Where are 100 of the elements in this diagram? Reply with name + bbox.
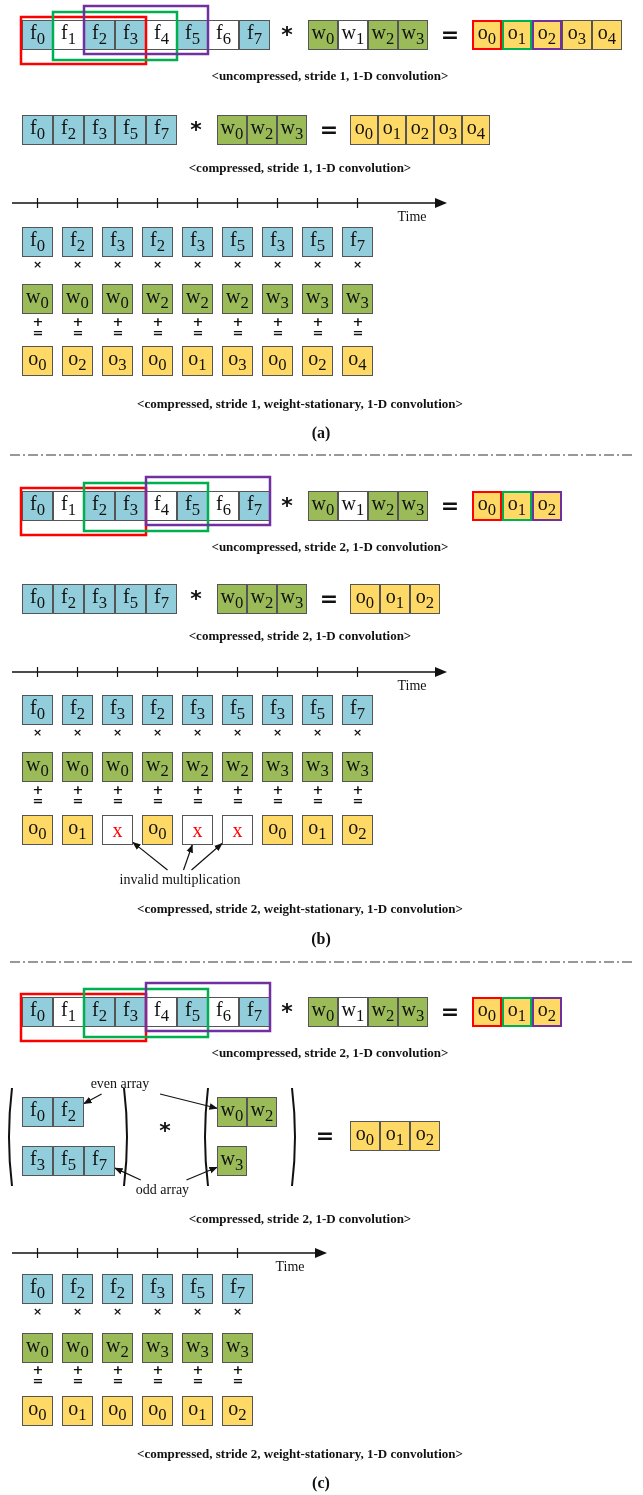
input-cell: f$_{6}$ bbox=[208, 20, 239, 50]
multiply-sign: × bbox=[72, 1305, 83, 1318]
multiply-sign: × bbox=[232, 258, 243, 271]
add-equals-sign: + = bbox=[192, 784, 203, 806]
output-cell: o$_{3}$ bbox=[562, 20, 592, 50]
output-cell: o$_{0}$ bbox=[22, 1396, 53, 1426]
weight-cell: w$_{3}$ bbox=[182, 1333, 213, 1363]
input-cell: f$_{5}$ bbox=[302, 695, 333, 725]
multiply-sign: × bbox=[152, 1305, 163, 1318]
weight-cell: w$_{3}$ bbox=[262, 284, 293, 314]
input-cell: f$_{2}$ bbox=[53, 1097, 84, 1127]
input-cell: f$_{3}$ bbox=[182, 227, 213, 257]
weight-cell: w$_{3}$ bbox=[398, 997, 428, 1027]
leader-arrow bbox=[114, 1167, 142, 1181]
output-cell: o$_{1}$ bbox=[380, 1121, 410, 1151]
add-equals-sign: + = bbox=[192, 316, 203, 338]
weight-cell: w$_{0}$ bbox=[308, 20, 338, 50]
input-cell: f$_{5}$ bbox=[182, 1274, 213, 1304]
weight-cell: w$_{0}$ bbox=[308, 491, 338, 521]
operator-symbol: * bbox=[190, 116, 202, 144]
weight-cell: w$_{3}$ bbox=[217, 1146, 247, 1176]
caption: <compressed, stride 2, weight-stationary, 1-D convolution> bbox=[137, 901, 463, 917]
weight-cell: w$_{2}$ bbox=[102, 1333, 133, 1363]
output-cell: o$_{0}$ bbox=[22, 815, 53, 845]
weight-cell: w$_{2}$ bbox=[368, 997, 398, 1027]
weight-cell: w$_{2}$ bbox=[222, 284, 253, 314]
output-cell: o$_{0}$ bbox=[262, 346, 293, 376]
weight-cell: w$_{0}$ bbox=[217, 584, 247, 614]
add-equals-sign: + = bbox=[152, 784, 163, 806]
operator-symbol: = bbox=[440, 21, 460, 49]
weight-cell: w$_{3}$ bbox=[342, 284, 373, 314]
multiply-sign: × bbox=[192, 258, 203, 271]
add-equals-sign: + = bbox=[112, 784, 123, 806]
weight-cell: w$_{0}$ bbox=[102, 752, 133, 782]
axis-label: Time bbox=[275, 1259, 305, 1275]
input-cell: f$_{1}$ bbox=[53, 491, 84, 521]
multiply-sign: × bbox=[232, 1305, 243, 1318]
multiply-sign: × bbox=[32, 1305, 43, 1318]
add-equals-sign: + = bbox=[312, 316, 323, 338]
input-cell: f$_{3}$ bbox=[182, 695, 213, 725]
multiply-sign: × bbox=[112, 258, 123, 271]
multiply-sign: × bbox=[192, 1305, 203, 1318]
output-cell: o$_{0}$ bbox=[350, 584, 380, 614]
add-equals-sign: + = bbox=[352, 784, 363, 806]
operator-symbol: = bbox=[315, 1122, 335, 1150]
input-cell: f$_{5}$ bbox=[177, 997, 208, 1027]
output-cell: o$_{0}$ bbox=[262, 815, 293, 845]
add-equals-sign: + = bbox=[232, 316, 243, 338]
weight-cell: w$_{0}$ bbox=[62, 1333, 93, 1363]
output-cell: x bbox=[182, 815, 213, 845]
input-cell: f$_{3}$ bbox=[115, 491, 146, 521]
caption: <compressed, stride 1, 1-D convolution> bbox=[188, 160, 412, 176]
multiply-sign: × bbox=[112, 726, 123, 739]
multiply-sign: × bbox=[352, 258, 363, 271]
output-cell: o$_{2}$ bbox=[302, 346, 333, 376]
input-cell: f$_{2}$ bbox=[142, 227, 173, 257]
input-cell: f$_{3}$ bbox=[102, 695, 133, 725]
output-cell: o$_{2}$ bbox=[410, 1121, 440, 1151]
panel-label: (b) bbox=[311, 930, 331, 948]
input-cell: f$_{3}$ bbox=[262, 227, 293, 257]
input-cell: f$_{4}$ bbox=[146, 997, 177, 1027]
multiply-sign: × bbox=[192, 726, 203, 739]
weight-cell: w$_{3}$ bbox=[342, 752, 373, 782]
add-equals-sign: + = bbox=[72, 316, 83, 338]
output-cell: o$_{1}$ bbox=[502, 997, 532, 1027]
input-cell: f$_{6}$ bbox=[208, 997, 239, 1027]
output-cell: o$_{1}$ bbox=[380, 584, 410, 614]
weight-cell: w$_{0}$ bbox=[62, 752, 93, 782]
output-cell: o$_{2}$ bbox=[222, 1396, 253, 1426]
input-cell: f$_{2}$ bbox=[84, 491, 115, 521]
weight-cell: w$_{2}$ bbox=[247, 115, 277, 145]
input-cell: f$_{3}$ bbox=[115, 997, 146, 1027]
add-equals-sign: + = bbox=[272, 316, 283, 338]
input-cell: f$_{7}$ bbox=[146, 115, 177, 145]
input-cell: f$_{2}$ bbox=[53, 584, 84, 614]
weight-cell: w$_{3}$ bbox=[277, 115, 307, 145]
caption: <compressed, stride 2, 1-D convolution> bbox=[188, 1211, 412, 1227]
output-cell: o$_{2}$ bbox=[532, 491, 562, 521]
output-cell: o$_{2}$ bbox=[62, 346, 93, 376]
output-cell: o$_{4}$ bbox=[592, 20, 622, 50]
weight-cell: w$_{2}$ bbox=[142, 284, 173, 314]
output-cell: o$_{4}$ bbox=[342, 346, 373, 376]
output-cell: o$_{1}$ bbox=[182, 346, 213, 376]
caption: <uncompressed, stride 2, 1-D convolution> bbox=[211, 1045, 449, 1061]
weight-cell: w$_{1}$ bbox=[338, 997, 368, 1027]
weight-cell: w$_{1}$ bbox=[338, 491, 368, 521]
input-cell: f$_{3}$ bbox=[102, 227, 133, 257]
leader-arrow bbox=[83, 1093, 103, 1105]
input-cell: f$_{6}$ bbox=[208, 491, 239, 521]
caption: <uncompressed, stride 1, 1-D convolution> bbox=[211, 68, 449, 84]
weight-cell: w$_{1}$ bbox=[338, 20, 368, 50]
operator-symbol: = bbox=[319, 116, 339, 144]
operator-symbol: * bbox=[159, 1117, 171, 1145]
weight-cell: w$_{2}$ bbox=[222, 752, 253, 782]
leader-arrow bbox=[159, 1093, 218, 1110]
output-cell: o$_{0}$ bbox=[142, 1396, 173, 1426]
caption: <compressed, stride 2, weight-stationary, 1-D convolution> bbox=[137, 1446, 463, 1462]
add-equals-sign: + = bbox=[152, 1364, 163, 1386]
weight-cell: w$_{0}$ bbox=[22, 752, 53, 782]
output-cell: o$_{4}$ bbox=[462, 115, 490, 145]
